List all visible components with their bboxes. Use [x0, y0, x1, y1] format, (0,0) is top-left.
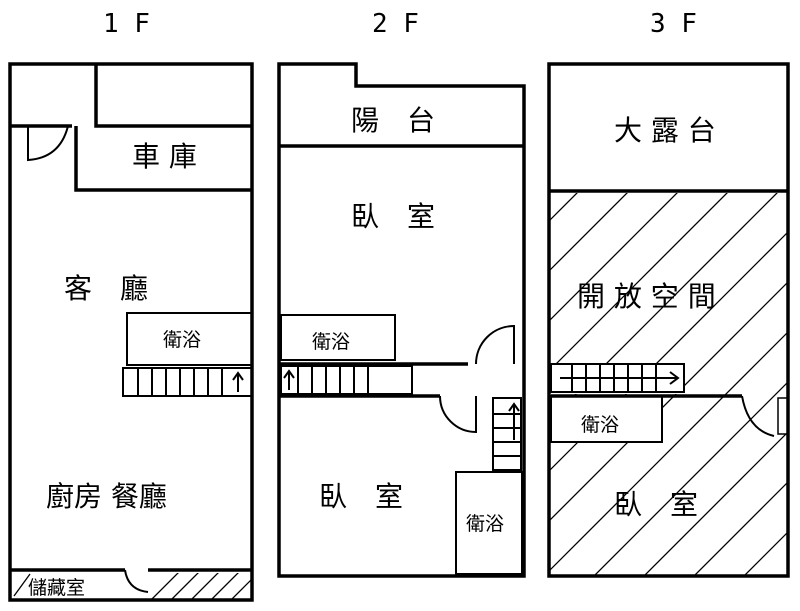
floor-1-bathroom [126, 312, 253, 366]
room-label-kitchen-dining: 廚房 餐廳 [46, 480, 167, 513]
garage-wall-top [94, 64, 252, 128]
floor-3-stairs [550, 363, 685, 393]
floor-1-outer-wall [8, 62, 254, 602]
door-swing-upper [475, 324, 515, 365]
floor-3-plan: 3 F [547, 9, 790, 578]
floor-3-door-jamb [777, 397, 788, 435]
storage-hatch [149, 573, 252, 601]
room-label-open-space: 開 放 空 間 [577, 280, 716, 313]
room-label-bedroom-3f: 臥 室 [614, 488, 698, 521]
floor-1-label: 1 F [103, 9, 150, 39]
room-label-living: 客 廳 [64, 272, 148, 305]
room-label-bedroom-2f-bottom: 臥 室 [319, 480, 403, 513]
floor-2-plan: 2 F [277, 9, 526, 578]
storage-door-swing [124, 569, 149, 593]
floor-2-stairs-left [280, 365, 413, 395]
room-label-bath-2f-right: 衛浴 [466, 513, 504, 535]
floor-2-stairs-right [492, 397, 522, 471]
garage-wall-bottom [74, 126, 252, 192]
room-label-storage: 儲藏室 [28, 577, 85, 599]
door-swing-lower [439, 395, 477, 434]
floor-1-stairs [122, 367, 253, 397]
floor-2-label: 2 F [372, 9, 419, 39]
storage-hatch-left [13, 573, 31, 597]
floor-3-door-swing [741, 395, 775, 437]
room-label-garage: 車 庫 [132, 140, 197, 173]
floor-2-outer-wall [277, 62, 526, 578]
floor-3-bathroom-bg [551, 396, 662, 442]
entry-door-swing [27, 125, 69, 162]
floor-2-bathroom-right [455, 471, 523, 575]
floor-2-bathroom-left [280, 314, 396, 361]
room-label-balcony: 陽 台 [351, 104, 435, 137]
room-label-bath-1f: 衛浴 [163, 329, 201, 351]
floor-1-plan: 1 F [8, 9, 254, 602]
room-label-bath-2f-left: 衛浴 [312, 331, 350, 353]
floor-3-label: 3 F [650, 9, 697, 39]
room-label-bath-3f: 衛浴 [581, 414, 619, 436]
room-label-bedroom-2f-top: 臥 室 [351, 200, 435, 233]
floor-3-outer-wall [547, 62, 790, 578]
room-label-terrace: 大 露 台 [614, 114, 716, 147]
